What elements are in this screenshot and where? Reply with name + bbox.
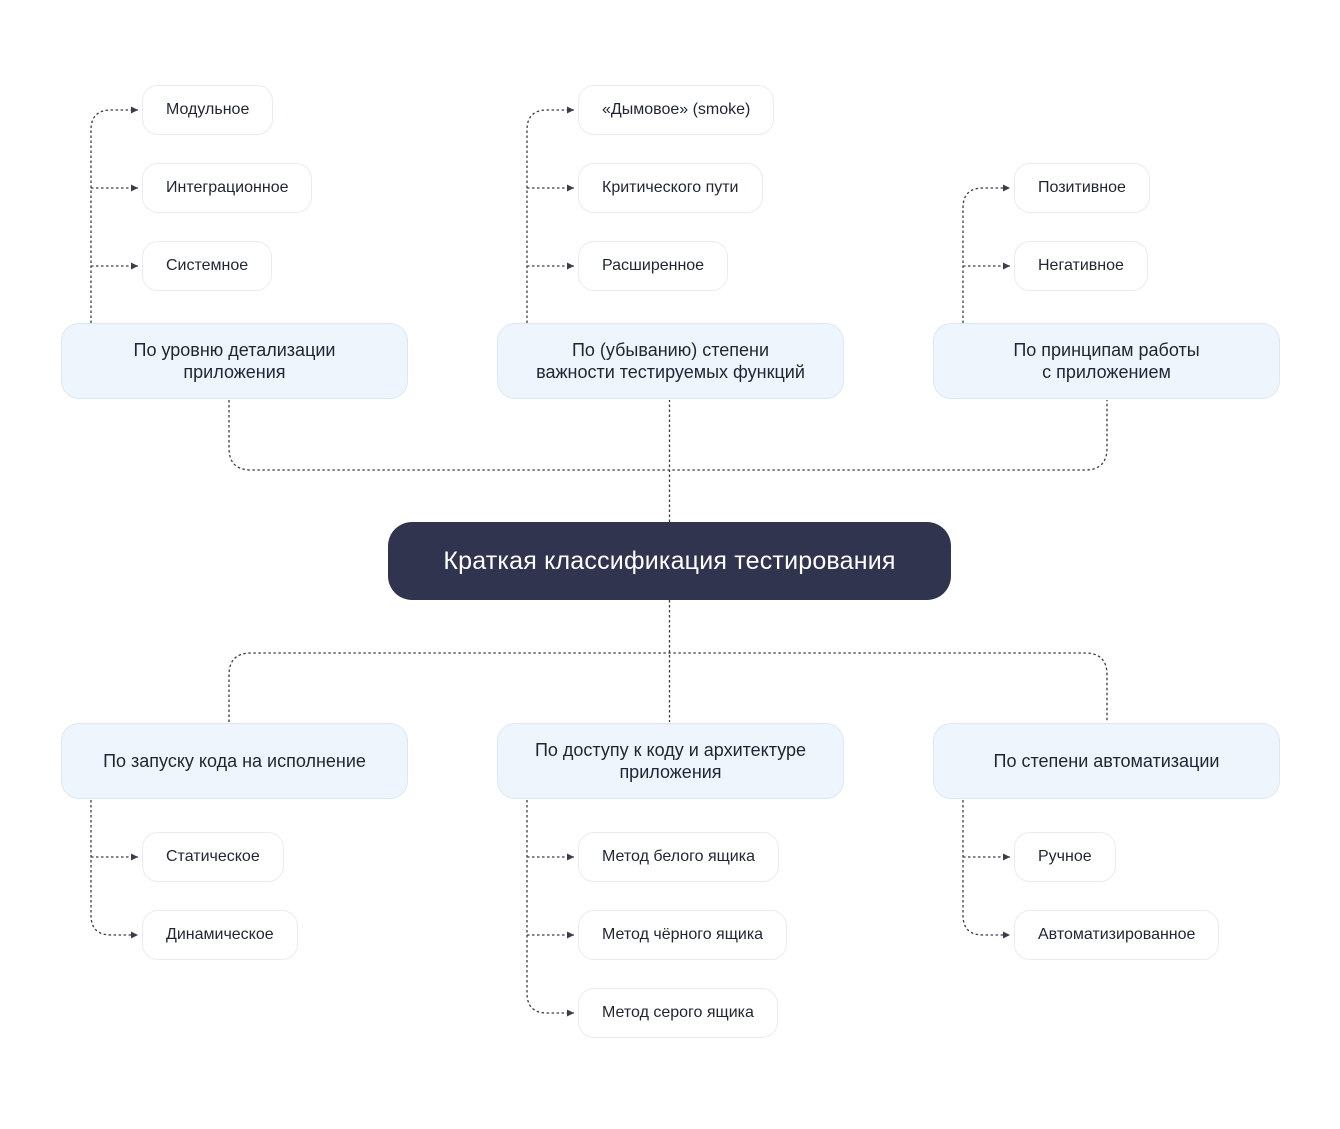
- leaf-label: Модульное: [166, 101, 250, 118]
- leaf-extended: Расширенное: [578, 241, 729, 291]
- category-title: По уровню детализации приложения: [134, 339, 336, 383]
- category-title: По принципам работы с приложением: [1013, 339, 1199, 383]
- category-title: По (убыванию) степени важности тестируем…: [536, 339, 805, 383]
- connector-line-10: [962, 184, 1010, 323]
- category-title: По доступу к коду и архитектуре приложен…: [535, 739, 806, 783]
- leaf-label: Метод чёрного ящика: [602, 926, 764, 943]
- leaf-label: Статическое: [166, 848, 260, 865]
- category-title: По степени автоматизации: [993, 751, 1220, 771]
- title-line: По (убыванию) степени: [571, 340, 770, 360]
- leaf-unit: Модульное: [142, 85, 274, 135]
- leaf-label: Расширенное: [602, 257, 705, 274]
- category-code-execution: По запуску кода на исполнение: [61, 723, 408, 799]
- leaf-label: «Дымовое» (smoke): [602, 101, 751, 118]
- root-label: Краткая классификация тестирования: [443, 546, 896, 575]
- leaf-negative: Негативное: [1014, 241, 1148, 291]
- connector-line-2: [228, 400, 1108, 471]
- connector-line-7: [526, 106, 574, 323]
- leaf-label: Динамическое: [166, 926, 274, 943]
- leaf-grey-box: Метод серого ящика: [578, 988, 778, 1038]
- title-line: приложения: [183, 362, 286, 382]
- leaf-dynamic: Динамическое: [142, 910, 298, 960]
- connector-line-4: [90, 106, 138, 323]
- leaf-label: Критического пути: [602, 179, 739, 196]
- title-line: По доступу к коду и архитектуре: [534, 740, 807, 760]
- title-line: приложения: [619, 762, 722, 782]
- title-line: с приложением: [1042, 362, 1171, 382]
- title-line: По уровню детализации: [133, 340, 336, 360]
- category-code-access: По доступу к коду и архитектуре приложен…: [497, 723, 844, 799]
- leaf-integration: Интеграционное: [142, 163, 313, 213]
- leaf-label: Интеграционное: [166, 179, 289, 196]
- leaf-automated: Автоматизированное: [1014, 910, 1220, 960]
- category-title: По запуску кода на исполнение: [103, 751, 366, 771]
- leaf-black-box: Метод чёрного ящика: [578, 910, 788, 960]
- root-node: Краткая классификация тестирования: [388, 522, 951, 600]
- leaf-label: Негативное: [1038, 257, 1124, 274]
- leaf-label: Позитивное: [1038, 179, 1126, 196]
- leaf-white-box: Метод белого ящика: [578, 832, 779, 882]
- connector-line-14: [526, 800, 574, 1017]
- leaf-label: Системное: [166, 257, 249, 274]
- leaf-manual: Ручное: [1014, 832, 1116, 882]
- connector-line-3: [228, 652, 1108, 722]
- category-automation: По степени автоматизации: [933, 723, 1280, 799]
- category-work-principles: По принципам работы с приложением: [933, 323, 1280, 399]
- connector-line-17: [962, 800, 1010, 939]
- leaf-smoke: «Дымовое» (smoke): [578, 85, 775, 135]
- title-line: По принципам работы: [1013, 340, 1200, 360]
- leaf-system: Системное: [142, 241, 273, 291]
- title-line: важности тестируемых функций: [536, 362, 805, 382]
- leaf-label: Ручное: [1038, 848, 1092, 865]
- leaf-label: Автоматизированное: [1038, 926, 1196, 943]
- connector-line-12: [90, 800, 138, 939]
- leaf-static: Статическое: [142, 832, 284, 882]
- leaf-label: Метод серого ящика: [602, 1004, 754, 1021]
- category-detail-level: По уровню детализации приложения: [61, 323, 408, 399]
- category-importance: По (убыванию) степени важности тестируем…: [497, 323, 844, 399]
- leaf-critical-path: Критического пути: [578, 163, 763, 213]
- leaf-label: Метод белого ящика: [602, 848, 755, 865]
- leaf-positive: Позитивное: [1014, 163, 1150, 213]
